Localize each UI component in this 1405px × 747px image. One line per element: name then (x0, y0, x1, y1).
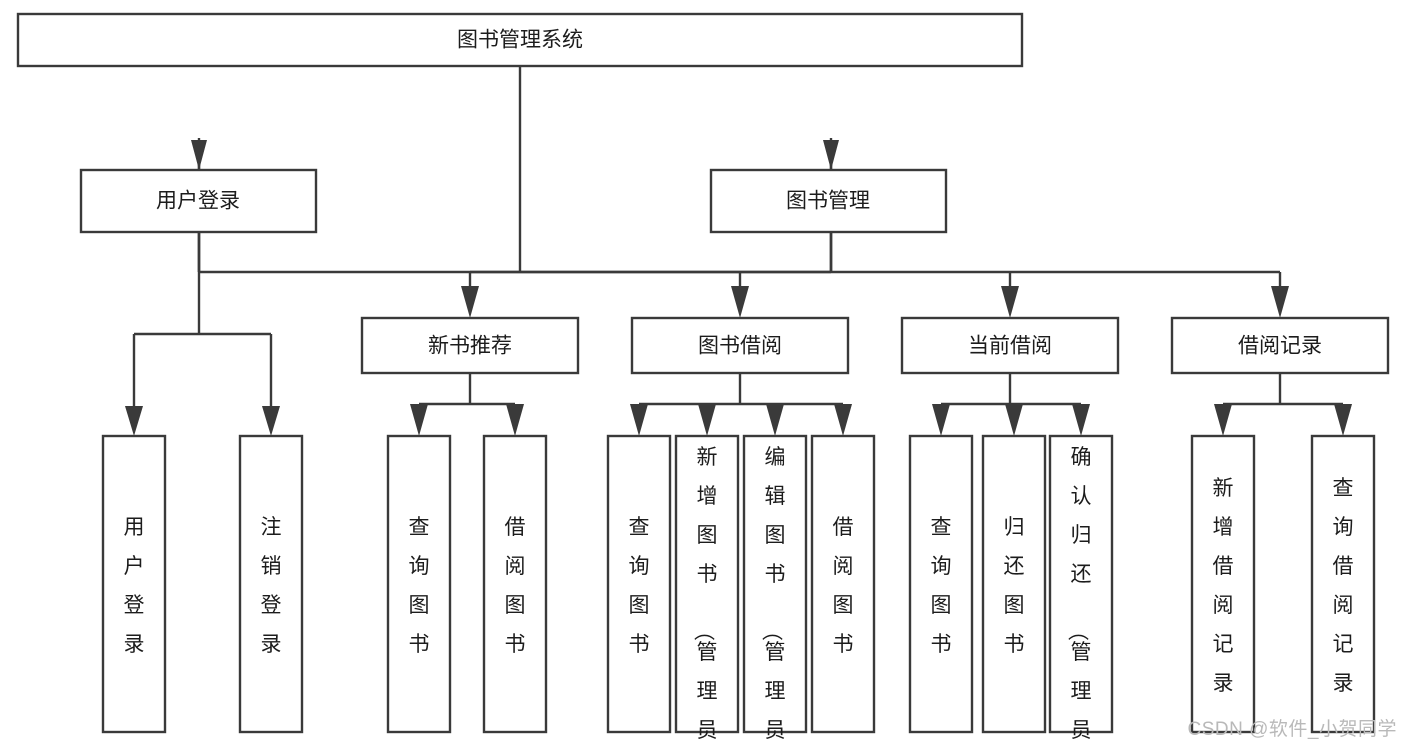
node-root[interactable]: 图书管理系统 (16, 12, 1024, 68)
node-leaf-1-注销登录[interactable]: 注销登录 (238, 434, 304, 734)
node-book-borrowing-label: 图书借阅 (698, 335, 782, 358)
arrow-head-nbr-leaf-1 (410, 404, 428, 436)
arrow-head-br-leaf-1 (1214, 404, 1232, 436)
node-leaf-0-用户登录-box[interactable] (101, 434, 167, 734)
node-leaf-3-借阅图书-label: 借阅图书 (505, 516, 526, 656)
node-leaf-0-用户登录-label: 用户登录 (124, 516, 145, 656)
node-leaf-4-查询图书[interactable]: 查询图书 (606, 434, 672, 734)
node-new-book-recommendation-box[interactable] (360, 316, 580, 375)
arrow-head-user-login-leaf-1 (125, 406, 143, 436)
arrow-head-bb-leaf-4 (834, 404, 852, 436)
arrow-head-to-borrow-records (1271, 286, 1289, 318)
node-leaf-12-查询借阅记录[interactable]: 查询借阅记录 (1310, 434, 1376, 734)
node-book-management[interactable]: 图书管理 (709, 168, 948, 234)
arrow-head-cb-leaf-2 (1005, 404, 1023, 436)
node-book-borrowing[interactable]: 图书借阅 (630, 316, 850, 375)
node-borrowing-records-label: 借阅记录 (1238, 335, 1322, 358)
leaf-node-layer: 用户登录 注销登录 查询图书 借阅图书 查询图书 新增图书（管理员） 编辑图书（管理员） 借阅… (101, 434, 1376, 747)
node-borrowing-records[interactable]: 借阅记录 (1170, 316, 1390, 375)
node-book-management-box[interactable] (709, 168, 948, 234)
node-leaf-7-借阅图书-label: 借阅图书 (833, 516, 854, 656)
node-user-login[interactable]: 用户登录 (79, 168, 318, 234)
node-leaf-11-新增借阅记录[interactable]: 新增借阅记录 (1190, 434, 1256, 734)
node-borrowing-records-box[interactable] (1170, 316, 1390, 375)
node-leaf-7-借阅图书[interactable]: 借阅图书 (810, 434, 876, 734)
node-leaf-0-用户登录[interactable]: 用户登录 (101, 434, 167, 734)
node-leaf-6-编辑图书管理员[interactable]: 编辑图书（管理员） (742, 434, 808, 747)
node-leaf-6-编辑图书管理员-box[interactable] (742, 434, 808, 734)
node-root-box[interactable] (16, 12, 1024, 68)
arrow-head-br-leaf-2 (1334, 404, 1352, 436)
node-leaf-10-确认归还管理员-box[interactable] (1048, 434, 1114, 734)
node-current-borrowing[interactable]: 当前借阅 (900, 316, 1120, 375)
node-current-borrowing-box[interactable] (900, 316, 1120, 375)
arrow-head-cb-leaf-1 (932, 404, 950, 436)
arrow-head-bb-leaf-1 (630, 404, 648, 436)
node-leaf-12-查询借阅记录-label: 查询借阅记录 (1333, 477, 1354, 695)
node-leaf-3-借阅图书-box[interactable] (482, 434, 548, 734)
arrow-head-to-current-borrow (1001, 286, 1019, 318)
arrow-head-to-new-book-rec (461, 286, 479, 318)
connector-layer (125, 66, 1352, 436)
node-leaf-5-新增图书管理员-box[interactable] (674, 434, 740, 734)
node-book-management-label: 图书管理 (786, 190, 870, 213)
node-leaf-5-新增图书管理员-label: 新增图书（管理员） (692, 446, 718, 747)
node-leaf-11-新增借阅记录-label: 新增借阅记录 (1213, 477, 1234, 695)
node-leaf-2-查询图书[interactable]: 查询图书 (386, 434, 452, 734)
node-leaf-4-查询图书-label: 查询图书 (629, 516, 650, 656)
node-root-label: 图书管理系统 (457, 29, 583, 52)
arrow-head-cb-leaf-3 (1072, 404, 1090, 436)
node-user-login-box[interactable] (79, 168, 318, 234)
node-leaf-9-归还图书-box[interactable] (981, 434, 1047, 734)
node-leaf-7-借阅图书-box[interactable] (810, 434, 876, 734)
node-leaf-10-确认归还管理员-label: 确认归还（管理员） (1066, 446, 1092, 747)
node-leaf-2-查询图书-label: 查询图书 (409, 516, 430, 656)
arrow-head-to-book-mgmt (823, 140, 839, 170)
arrow-head-user-login-leaf-2 (262, 406, 280, 436)
arrow-head-to-user-login (191, 140, 207, 170)
node-leaf-11-新增借阅记录-box[interactable] (1190, 434, 1256, 734)
node-leaf-10-确认归还管理员[interactable]: 确认归还（管理员） (1048, 434, 1114, 747)
node-book-borrowing-box[interactable] (630, 316, 850, 375)
node-leaf-8-查询图书-label: 查询图书 (931, 516, 952, 656)
node-leaf-8-查询图书-box[interactable] (908, 434, 974, 734)
node-leaf-9-归还图书[interactable]: 归还图书 (981, 434, 1047, 734)
node-new-book-recommendation-label: 新书推荐 (428, 335, 512, 358)
node-leaf-12-查询借阅记录-box[interactable] (1310, 434, 1376, 734)
arrow-head-bb-leaf-3 (766, 404, 784, 436)
node-leaf-1-注销登录-label: 注销登录 (261, 516, 282, 656)
node-new-book-recommendation[interactable]: 新书推荐 (360, 316, 580, 375)
arrow-head-nbr-leaf-2 (506, 404, 524, 436)
node-current-borrowing-label: 当前借阅 (968, 335, 1052, 358)
arrow-head-to-book-borrow (731, 286, 749, 318)
node-leaf-3-借阅图书[interactable]: 借阅图书 (482, 434, 548, 734)
arrow-head-bb-leaf-2 (698, 404, 716, 436)
node-leaf-2-查询图书-box[interactable] (386, 434, 452, 734)
node-leaf-8-查询图书[interactable]: 查询图书 (908, 434, 974, 734)
node-leaf-1-注销登录-box[interactable] (238, 434, 304, 734)
node-user-login-label: 用户登录 (156, 190, 240, 213)
node-leaf-4-查询图书-box[interactable] (606, 434, 672, 734)
node-leaf-6-编辑图书管理员-label: 编辑图书（管理员） (760, 446, 786, 747)
node-leaf-5-新增图书管理员[interactable]: 新增图书（管理员） (674, 434, 740, 747)
node-leaf-9-归还图书-label: 归还图书 (1004, 516, 1025, 656)
watermark-label: CSDN @软件_小贺同学 (1187, 719, 1397, 740)
